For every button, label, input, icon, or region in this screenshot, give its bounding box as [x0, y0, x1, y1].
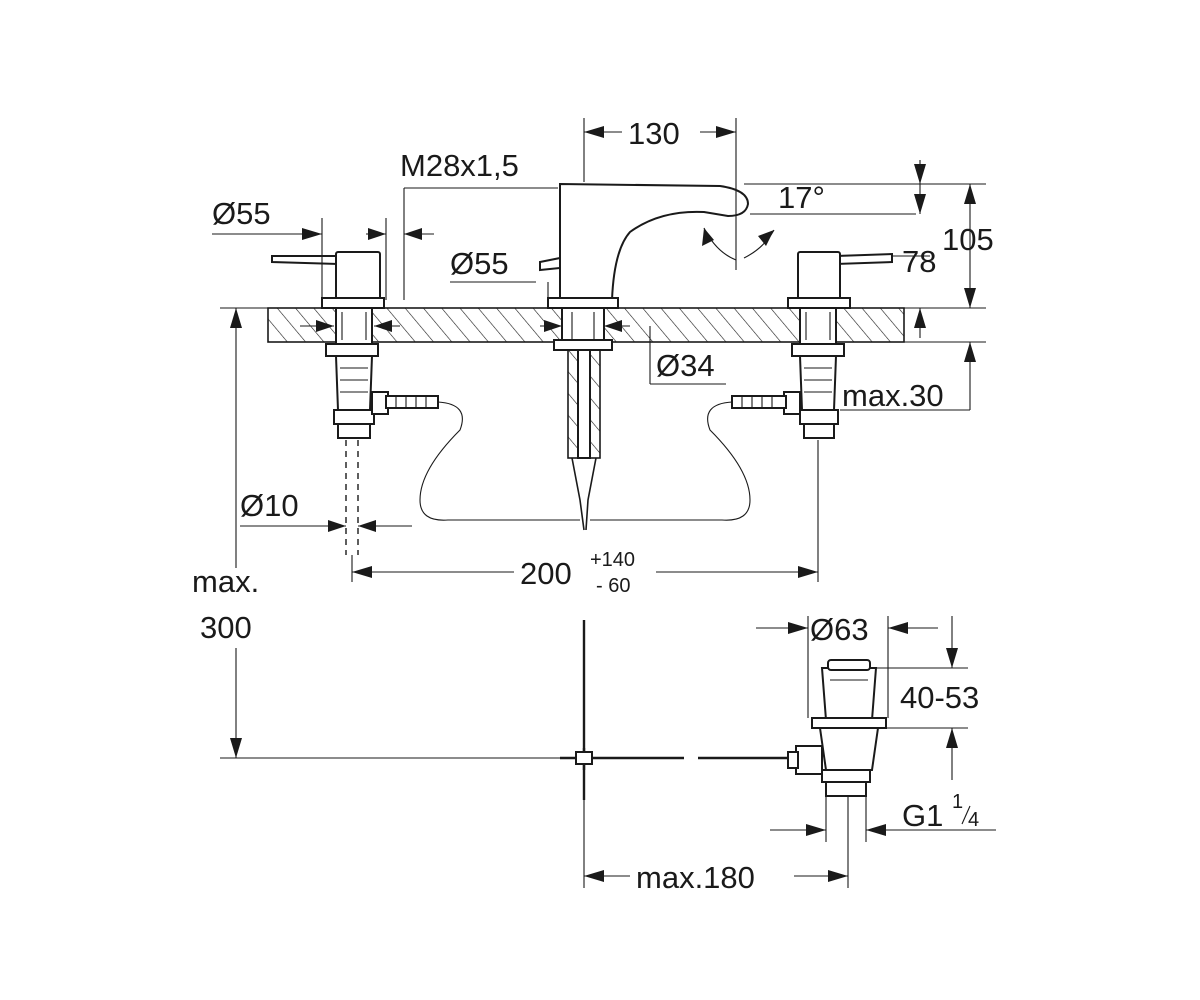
dim-waste-diameter: Ø63 [756, 612, 938, 718]
label-78: 78 [902, 244, 936, 279]
dim-counter-clamp [300, 320, 400, 332]
dim-spout-diameter: Ø55 [450, 246, 549, 298]
supply-hoses [419, 401, 751, 521]
label-lever-diameter: Ø55 [212, 196, 271, 231]
right-valve [731, 251, 893, 439]
label-waste-thread-den: 4 [968, 809, 979, 831]
dim-angle: 17° [702, 180, 916, 261]
dim-lever-diameter: Ø55 [212, 196, 323, 300]
label-angle: 17° [778, 180, 825, 215]
label-spacing-minus: - 60 [596, 575, 630, 597]
dim-max-thickness: max.30 [840, 341, 986, 413]
label-waste-range: 40-53 [900, 680, 979, 715]
dim-heights: 78 105 [744, 160, 994, 338]
dim-thread: M28x1,5 [366, 148, 558, 300]
dim-max-height: max. 300 [192, 307, 560, 759]
dim-waste-range: 40-53 [870, 616, 979, 780]
label-spout-diameter: Ø55 [450, 246, 509, 281]
label-waste-thread: G1 [902, 798, 943, 833]
label-pipe-diameter: Ø10 [240, 488, 299, 523]
label-waste-thread-num: 1 [952, 791, 963, 813]
label-waste-diameter: Ø63 [810, 612, 869, 647]
label-spacing-plus: +140 [590, 549, 635, 571]
label-spacing: 200 [520, 556, 572, 591]
dim-base-diameter: Ø34 [540, 320, 726, 385]
label-max-height-1: max. [192, 564, 259, 599]
dim-max-length: max.180 [583, 796, 849, 895]
dim-pipe-diameter: Ø10 [240, 488, 412, 532]
center-spout [539, 182, 750, 531]
label-105: 105 [942, 222, 994, 257]
dim-spacing: 200 +140 - 60 [351, 440, 819, 597]
dim-130: 130 [583, 116, 737, 270]
label-max-length: max.180 [636, 860, 755, 895]
label-max-height-2: 300 [200, 610, 252, 645]
pop-up-waste [560, 620, 887, 800]
label-thread: M28x1,5 [400, 148, 519, 183]
label-130: 130 [628, 116, 680, 151]
label-max-thickness: max.30 [842, 378, 944, 413]
dim-waste-thread: G1 1 4 [770, 791, 996, 842]
label-base-diameter: Ø34 [656, 348, 715, 383]
